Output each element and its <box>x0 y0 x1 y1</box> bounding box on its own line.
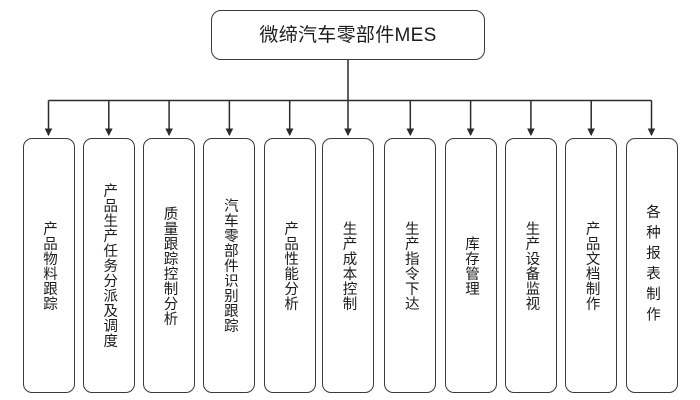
leaf-node-label: 生产指令下达 <box>402 220 419 311</box>
leaf-node-4[interactable]: 汽车零部件识别跟踪 <box>203 138 256 393</box>
leaf-node-label: 库存管理 <box>463 235 480 296</box>
leaf-node-label: 产品文档制作 <box>583 220 600 311</box>
leaf-node-label: 质量跟踪控制分析 <box>161 205 178 326</box>
leaf-node-label: 汽车零部件识别跟踪 <box>221 198 238 333</box>
root-node-label: 微缔汽车零部件MES <box>259 24 437 46</box>
leaf-node-label: 各种报表制作 <box>643 204 660 327</box>
leaf-node-label: 产品物料跟踪 <box>40 220 57 311</box>
leaf-node-5[interactable]: 产品性能分析 <box>263 138 316 393</box>
leaf-node-10[interactable]: 产品文档制作 <box>565 138 618 393</box>
leaf-node-8[interactable]: 库存管理 <box>444 138 497 393</box>
leaf-node-label: 产品性能分析 <box>282 220 299 311</box>
leaf-node-7[interactable]: 生产指令下达 <box>384 138 437 393</box>
root-node[interactable]: 微缔汽车零部件MES <box>211 10 485 60</box>
leaf-node-label: 生产成本控制 <box>340 220 357 311</box>
leaf-node-9[interactable]: 生产设备监视 <box>504 138 557 393</box>
leaf-node-3[interactable]: 质量跟踪控制分析 <box>143 138 196 393</box>
leaf-node-label: 生产设备监视 <box>523 220 540 311</box>
leaf-node-label: 产品生产任务分派及调度 <box>101 183 118 348</box>
leaf-node-1[interactable]: 产品物料跟踪 <box>22 138 75 393</box>
leaf-node-2[interactable]: 产品生产任务分派及调度 <box>82 138 135 393</box>
leaf-node-11[interactable]: 各种报表制作 <box>625 138 678 393</box>
leaf-node-6[interactable]: 生产成本控制 <box>322 138 374 393</box>
